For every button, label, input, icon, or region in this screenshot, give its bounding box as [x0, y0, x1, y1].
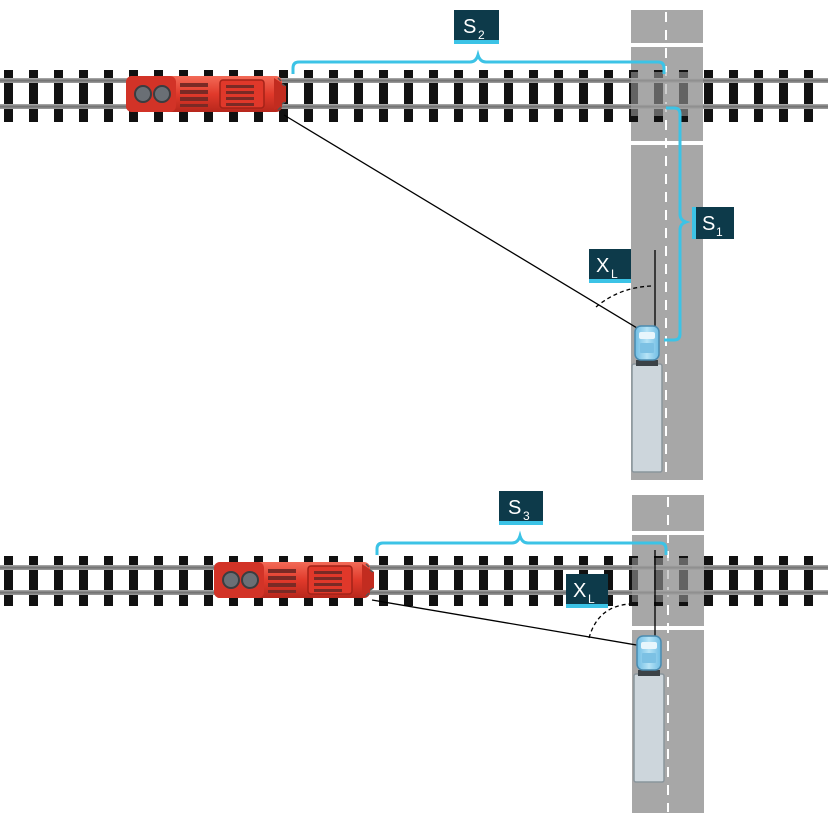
label-s2-subscript: 2: [478, 28, 485, 42]
label-s3: S 3: [499, 491, 543, 525]
railroad-tie: [604, 70, 613, 122]
railroad-tie: [54, 70, 63, 122]
label-s2-text: S: [463, 16, 476, 38]
label-xl-bottom-subscript: L: [588, 592, 595, 606]
label-s3-subscript: 3: [523, 509, 530, 523]
railroad-tie: [454, 70, 463, 122]
label-xl-top: X L: [589, 249, 631, 283]
railroad-tie: [579, 70, 588, 122]
sight-line: [371, 599, 655, 649]
bracket-s1: [664, 106, 691, 342]
label-xl-top-subscript: L: [611, 267, 618, 281]
label-s1-subscript: 1: [716, 225, 723, 239]
railroad-tie: [179, 556, 188, 606]
railroad-tie: [804, 70, 813, 122]
locomotive-icon: [214, 562, 374, 598]
railroad-tie: [454, 556, 463, 606]
railroad-tie: [29, 70, 38, 122]
label-xl-bottom-text: X: [573, 580, 586, 602]
label-s3-text: S: [508, 497, 521, 519]
railroad-tie: [104, 70, 113, 122]
railroad-tie: [29, 556, 38, 606]
bracket-s2: [291, 49, 666, 74]
railroad-tie: [4, 70, 13, 122]
railroad-tie: [429, 556, 438, 606]
label-s2: S 2: [454, 10, 499, 44]
railroad-tie: [479, 70, 488, 122]
railroad-tie: [779, 556, 788, 606]
railroad-tie: [204, 556, 213, 606]
railroad-tie: [754, 70, 763, 122]
railroad-tie: [129, 556, 138, 606]
railroad-tie: [79, 556, 88, 606]
railroad-tie: [354, 70, 363, 122]
railroad-tie: [379, 70, 388, 122]
railroad-tie: [304, 70, 313, 122]
railroad-tie: [154, 556, 163, 606]
railroad-tie: [54, 556, 63, 606]
bracket-s3: [375, 530, 668, 555]
railroad-tie: [729, 556, 738, 606]
railroad-tie: [704, 70, 713, 122]
label-xl-top-text: X: [596, 255, 609, 277]
railroad-tie: [754, 556, 763, 606]
railroad-tie: [554, 70, 563, 122]
sight-line: [283, 114, 653, 338]
label-s1: S 1: [692, 207, 734, 239]
railroad-tie: [804, 556, 813, 606]
railroad-tie: [479, 556, 488, 606]
railroad-tie: [329, 70, 338, 122]
railroad-tie: [504, 556, 513, 606]
railroad-tie: [404, 70, 413, 122]
scene-bottom: S 3 X L: [0, 491, 828, 813]
railroad-tie: [79, 70, 88, 122]
railroad-tie: [704, 556, 713, 606]
railroad-tie: [404, 556, 413, 606]
railroad-tie: [604, 556, 613, 606]
railroad-tie: [4, 556, 13, 606]
railroad-tie: [529, 70, 538, 122]
truck-icon: [631, 325, 663, 473]
railroad-tie: [729, 70, 738, 122]
railroad-tie: [429, 70, 438, 122]
railroad-tie: [379, 556, 388, 606]
angle-arc: [595, 285, 653, 308]
railroad-tie: [529, 556, 538, 606]
label-xl-bottom: X L: [566, 574, 608, 608]
railroad-tie: [554, 556, 563, 606]
locomotive-icon: [126, 76, 286, 112]
angle-arc: [588, 603, 631, 639]
railroad-tie: [504, 70, 513, 122]
scene-top: S 2 S 1 X L: [0, 10, 828, 480]
truck-icon: [633, 635, 665, 783]
railroad-tie: [779, 70, 788, 122]
railroad-track-top: [0, 70, 828, 122]
label-s1-text: S: [702, 213, 715, 235]
railroad-tie: [104, 556, 113, 606]
